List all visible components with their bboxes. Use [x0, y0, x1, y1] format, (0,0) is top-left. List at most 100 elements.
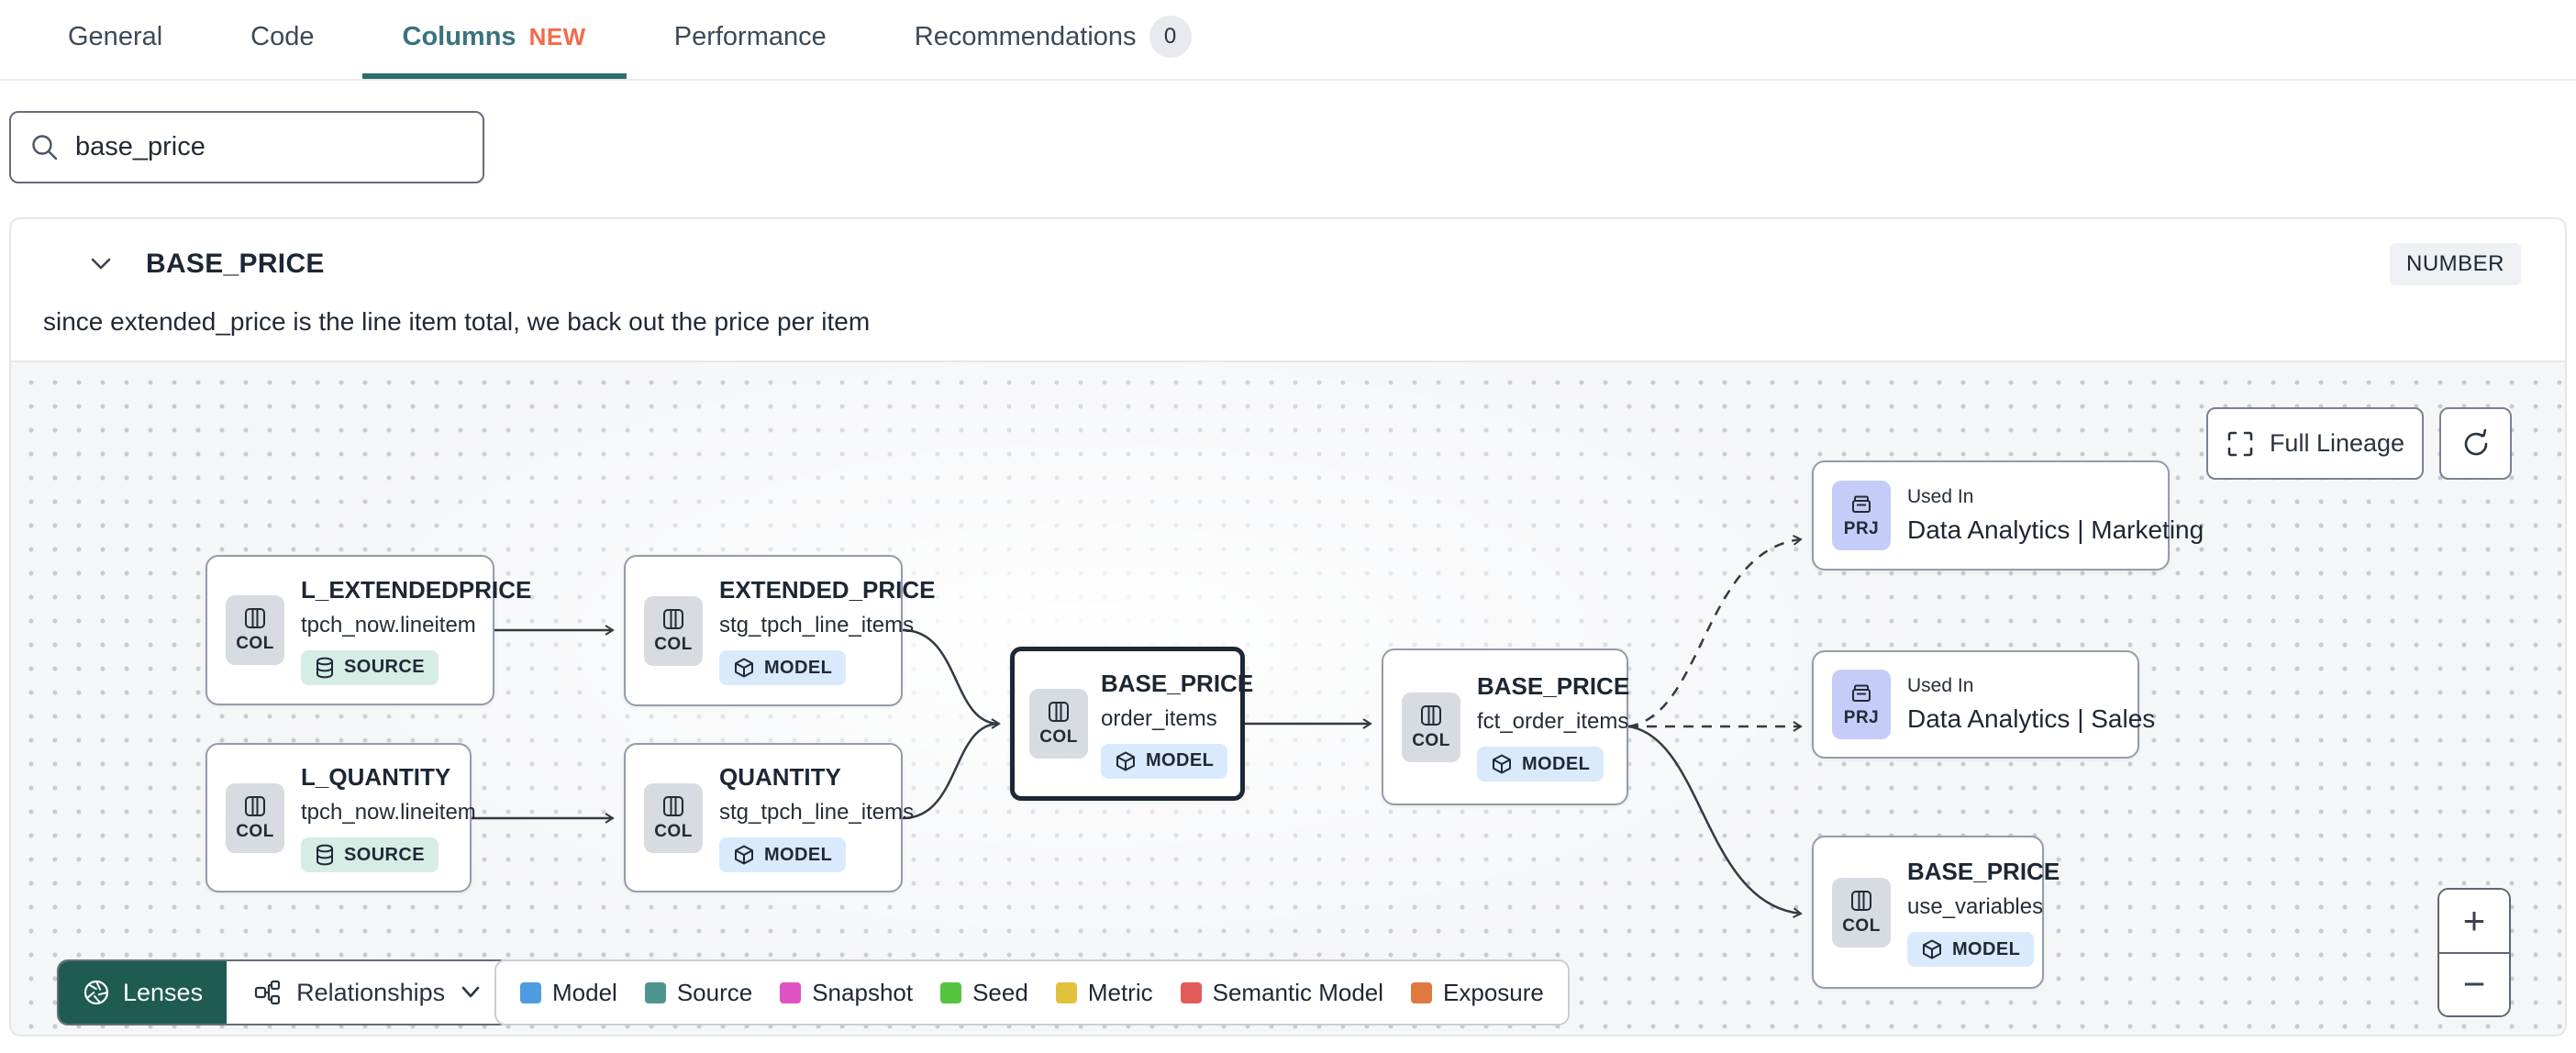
- tab-code[interactable]: Code: [210, 0, 354, 79]
- search-icon: [32, 134, 58, 160]
- tab-recommendations[interactable]: Recommendations 0: [874, 0, 1232, 79]
- column-chip: COL: [226, 782, 284, 853]
- legend-swatch: [940, 981, 962, 1003]
- node-l-extendedprice[interactable]: COL L_EXTENDEDPRICE tpch_now.lineitem SO…: [205, 555, 531, 705]
- node-title: L_EXTENDEDPRICE: [301, 575, 532, 604]
- resource-type-badge: MODEL: [1907, 932, 2035, 967]
- column-description: since extended_price is the line item to…: [43, 307, 871, 336]
- tab-label: Columns: [402, 21, 516, 51]
- columns-icon: [663, 608, 683, 629]
- node-extended-price[interactable]: COL EXTENDED_PRICE stg_tpch_line_items M…: [624, 555, 936, 706]
- column-chip: COL: [226, 595, 284, 665]
- node-subtitle: fct_order_items: [1477, 709, 1629, 734]
- used-in-label: Used In: [1907, 675, 1974, 696]
- cube-icon: [735, 658, 753, 678]
- new-badge: NEW: [528, 22, 586, 50]
- resource-type-badge: MODEL: [719, 650, 847, 685]
- search-input[interactable]: [75, 132, 464, 162]
- zoom-controls: + −: [2437, 888, 2511, 1017]
- column-chip: COL: [644, 782, 703, 853]
- node-base-price-use-variables[interactable]: COL BASE_PRICE use_variables MODEL: [1812, 836, 2060, 989]
- cube-icon: [1923, 939, 1941, 959]
- node-subtitle: stg_tpch_line_items: [719, 800, 915, 825]
- graph-icon: [254, 980, 281, 1005]
- legend-swatch: [1055, 981, 1077, 1003]
- node-base-price-fct-order-items[interactable]: COL BASE_PRICE fct_order_items MODEL: [1382, 648, 1630, 805]
- database-icon: [316, 657, 333, 678]
- refresh-button[interactable]: [2439, 407, 2512, 480]
- legend-item-semantic-model: Semantic Model: [1180, 979, 1383, 1007]
- column-chip: COL: [1832, 877, 1891, 948]
- database-icon: [316, 844, 333, 866]
- legend-item-metric: Metric: [1055, 979, 1153, 1007]
- node-title: Data Analytics | Sales: [1907, 704, 2156, 733]
- count-badge: 0: [1149, 16, 1192, 58]
- columns-icon: [1049, 702, 1069, 722]
- columns-icon: [245, 795, 265, 816]
- chevron-down-icon: [461, 986, 480, 998]
- legend-item-exposure: Exposure: [1411, 979, 1544, 1007]
- node-subtitle: order_items: [1101, 705, 1217, 731]
- full-lineage-button[interactable]: Full Lineage: [2206, 407, 2424, 480]
- tab-bar: General Code Columns NEW Performance Rec…: [0, 0, 2576, 81]
- cube-icon: [1493, 754, 1511, 774]
- chevron-down-icon[interactable]: [89, 256, 113, 272]
- node-subtitle: tpch_now.lineitem: [301, 800, 476, 825]
- node-title: BASE_PRICE: [1477, 672, 1630, 700]
- column-chip: COL: [1029, 689, 1088, 759]
- node-subtitle: stg_tpch_line_items: [719, 613, 915, 637]
- resource-type-badge: MODEL: [719, 837, 847, 872]
- column-header: BASE_PRICE NUMBER: [11, 219, 2565, 285]
- search-row: [0, 81, 2576, 217]
- node-quantity[interactable]: COL QUANTITY stg_tpch_line_items MODEL: [624, 743, 914, 892]
- tab-columns[interactable]: Columns NEW: [361, 0, 627, 79]
- columns-icon: [663, 795, 683, 816]
- legend-item-seed: Seed: [940, 979, 1028, 1007]
- legend-swatch: [1180, 981, 1202, 1003]
- zoom-in-button[interactable]: +: [2439, 890, 2509, 954]
- project-chip: PRJ: [1832, 481, 1891, 550]
- refresh-icon: [2464, 428, 2487, 455]
- zoom-out-button[interactable]: −: [2439, 953, 2509, 1015]
- aperture-icon: [83, 980, 109, 1005]
- resource-type-badge: MODEL: [1477, 747, 1604, 781]
- relationships-dropdown[interactable]: Relationships: [227, 961, 510, 1024]
- node-used-in-marketing[interactable]: PRJ Used In Data Analytics | Marketing: [1812, 460, 2204, 571]
- legend-swatch: [644, 981, 666, 1003]
- node-title: EXTENDED_PRICE: [719, 576, 936, 604]
- expand-icon: [2227, 431, 2253, 456]
- project-icon: [1852, 495, 1871, 513]
- legend-item-snapshot: Snapshot: [780, 979, 913, 1007]
- lineage-edges: [472, 535, 1803, 919]
- cube-icon: [1116, 751, 1135, 770]
- columns-icon: [1851, 890, 1871, 911]
- resource-type-badge: SOURCE: [301, 837, 439, 872]
- column-chip: COL: [644, 595, 703, 666]
- lenses-toolbar: Lenses Relationships: [57, 959, 512, 1025]
- tab-performance[interactable]: Performance: [634, 0, 867, 79]
- legend-swatch: [520, 981, 541, 1003]
- node-title: BASE_PRICE: [1101, 669, 1254, 697]
- resource-legend: Model Source Snapshot Seed Metric Semant…: [494, 959, 1570, 1025]
- column-type-badge: NUMBER: [2389, 243, 2521, 285]
- tab-general[interactable]: General: [28, 0, 203, 79]
- legend-swatch: [1411, 981, 1433, 1003]
- node-title: L_QUANTITY: [301, 763, 451, 791]
- node-subtitle: use_variables: [1907, 894, 2044, 919]
- search-box[interactable]: [9, 111, 484, 183]
- legend-item-source: Source: [644, 979, 752, 1007]
- node-title: Data Analytics | Marketing: [1907, 515, 2204, 544]
- lenses-button[interactable]: Lenses: [59, 961, 228, 1024]
- tab-label: General: [68, 21, 163, 51]
- node-l-quantity[interactable]: COL L_QUANTITY tpch_now.lineitem SOURCE: [205, 743, 476, 892]
- project-chip: PRJ: [1832, 670, 1891, 739]
- node-base-price-order-items[interactable]: COL BASE_PRICE order_items MODEL: [1010, 647, 1253, 801]
- resource-type-badge: SOURCE: [301, 649, 439, 685]
- lineage-canvas[interactable]: COL L_EXTENDEDPRICE tpch_now.lineitem SO…: [11, 360, 2565, 1035]
- node-title: QUANTITY: [719, 763, 841, 791]
- node-used-in-sales[interactable]: PRJ Used In Data Analytics | Sales: [1812, 650, 2155, 759]
- legend-item-model: Model: [520, 979, 617, 1007]
- column-chip: COL: [1402, 692, 1460, 762]
- used-in-label: Used In: [1907, 486, 1974, 507]
- resource-type-badge: MODEL: [1101, 743, 1228, 779]
